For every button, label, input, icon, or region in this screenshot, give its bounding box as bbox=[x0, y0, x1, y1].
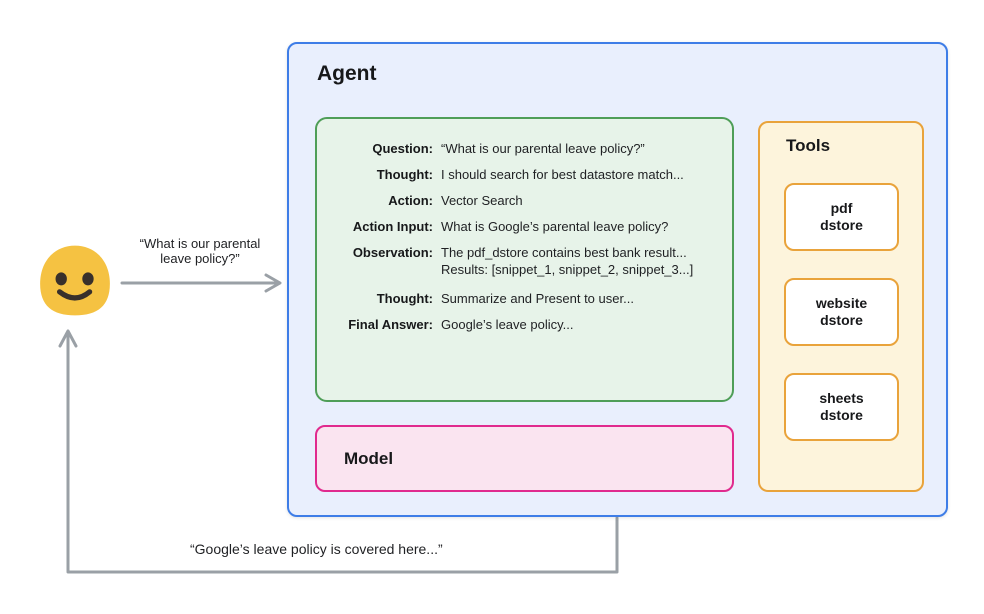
row-label: Action Input: bbox=[352, 219, 433, 234]
response-label: “Google’s leave policy is covered here..… bbox=[190, 541, 443, 557]
row-label: Thought: bbox=[376, 167, 433, 182]
tool-pdf-dstore: pdf dstore bbox=[784, 183, 899, 251]
row-label: Thought: bbox=[376, 291, 433, 306]
tool-label-line1: website bbox=[815, 295, 868, 311]
model-box: Model bbox=[315, 425, 734, 492]
tool-label-line1: pdf bbox=[830, 200, 853, 216]
request-label: “What is our parental leave policy?” bbox=[118, 236, 282, 266]
tool-label-line2: dstore bbox=[820, 217, 863, 233]
user-avatar bbox=[33, 244, 117, 317]
request-label-line1: “What is our parental bbox=[139, 236, 261, 251]
row-value: Summarize and Present to user... bbox=[441, 291, 634, 306]
tool-sheets-dstore: sheets dstore bbox=[784, 373, 899, 441]
row-label: Observation: bbox=[352, 245, 433, 260]
tool-label-line2: dstore bbox=[820, 312, 863, 328]
row-label: Action: bbox=[388, 193, 433, 208]
smiley-face-icon bbox=[40, 245, 110, 316]
row-label: Final Answer: bbox=[348, 317, 433, 332]
scratchpad-row-question: Question: “What is our parental leave po… bbox=[317, 140, 720, 157]
tools-title: Tools bbox=[786, 136, 831, 155]
tool-label-line1: sheets bbox=[819, 390, 864, 406]
tool-website-dstore: website dstore bbox=[784, 278, 899, 346]
row-value: I should search for best datastore match… bbox=[441, 167, 684, 182]
request-label-line2: leave policy?” bbox=[160, 251, 240, 266]
tools-box: Tools pdf dstore website dstore sheets d… bbox=[758, 121, 924, 492]
model-label: Model bbox=[344, 448, 394, 468]
scratchpad-box: Question: “What is our parental leave po… bbox=[315, 117, 734, 402]
row-value: The pdf_dstore contains best bank result… bbox=[441, 244, 693, 278]
scratchpad-row-action: Action: Vector Search bbox=[317, 192, 720, 209]
agent-box: Agent Question: “What is our parental le… bbox=[287, 42, 948, 517]
row-value: “What is our parental leave policy?” bbox=[441, 141, 645, 156]
row-value: Google’s leave policy... bbox=[441, 317, 574, 332]
scratchpad-row-thought2: Thought: Summarize and Present to user..… bbox=[317, 290, 720, 307]
row-value-line2: Results: [snippet_1, snippet_2, snippet_… bbox=[441, 262, 694, 277]
row-value: What is Google’s parental leave policy? bbox=[441, 219, 669, 234]
row-value: Vector Search bbox=[441, 193, 523, 208]
tool-label-line2: dstore bbox=[820, 407, 863, 423]
scratchpad-row-action-input: Action Input: What is Google’s parental … bbox=[317, 218, 720, 235]
row-value-line1: The pdf_dstore contains best bank result… bbox=[441, 245, 687, 260]
scratchpad-row-observation: Observation: The pdf_dstore contains bes… bbox=[317, 244, 720, 278]
request-arrow-icon bbox=[120, 273, 282, 293]
row-label: Question: bbox=[372, 141, 433, 156]
agent-title: Agent bbox=[317, 62, 377, 85]
scratchpad-row-final-answer: Final Answer: Google’s leave policy... bbox=[317, 316, 720, 333]
scratchpad-row-thought1: Thought: I should search for best datast… bbox=[317, 166, 720, 183]
